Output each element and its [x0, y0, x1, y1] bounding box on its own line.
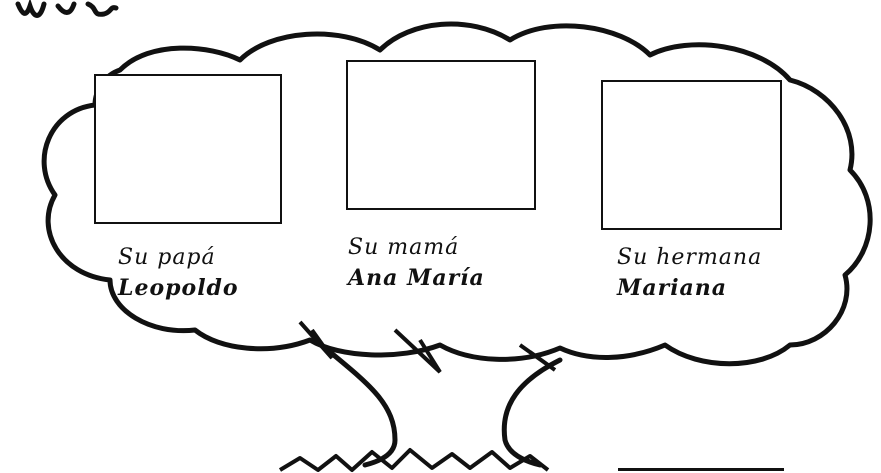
fragment-scribble	[15, 0, 119, 18]
caption-papa: Su papá Leopoldo	[118, 243, 239, 303]
photo-frame-hermana	[601, 80, 782, 230]
tree-trunk-outline	[327, 349, 563, 468]
tree-canopy-outline	[41, 21, 873, 367]
photo-frame-papa	[94, 74, 282, 224]
corner-bar	[618, 468, 784, 471]
caption-hermana-name: Mariana	[617, 275, 728, 301]
tree-roots-grass	[278, 448, 550, 472]
caption-papa-relation: Su papá	[118, 245, 216, 270]
caption-papa-name: Leopoldo	[118, 275, 239, 301]
caption-mama-name: Ana María	[348, 265, 485, 291]
photo-frame-mama	[346, 60, 536, 210]
caption-mama: Su mamá Ana María	[348, 233, 485, 293]
caption-mama-relation: Su mamá	[348, 235, 460, 260]
tree-branch-middle	[393, 328, 442, 374]
tree-branch-left	[298, 320, 334, 360]
tree-branch-right	[518, 343, 557, 372]
caption-hermana: Su hermana Mariana	[617, 243, 762, 303]
caption-hermana-relation: Su hermana	[617, 245, 763, 270]
